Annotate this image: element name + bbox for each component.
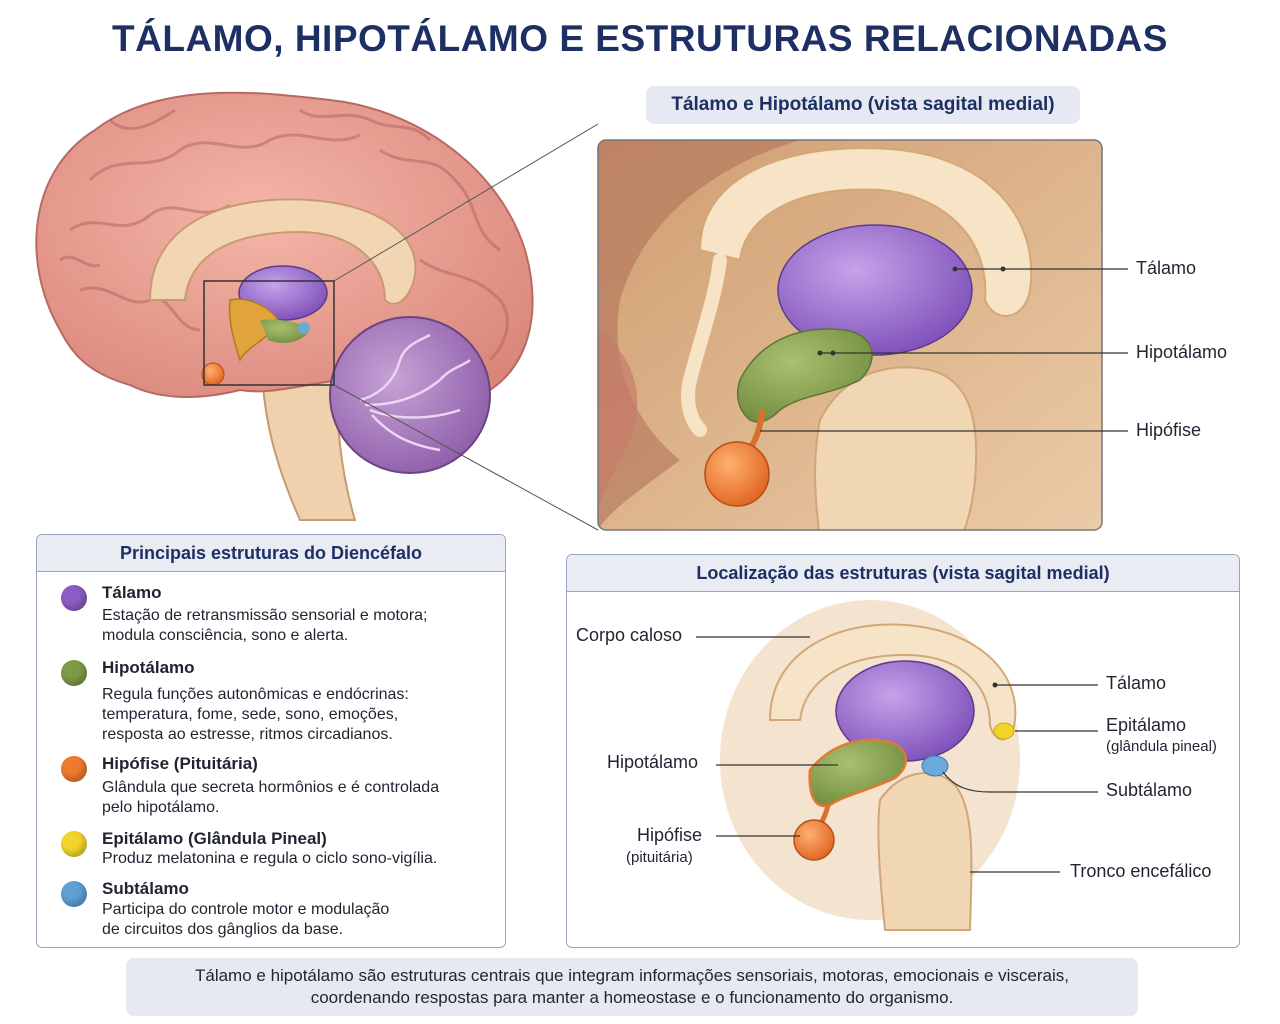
loc-label-talamo: Tálamo (1106, 673, 1167, 693)
location-title: Localização das estruturas (vista sagita… (567, 555, 1239, 592)
legend-title: Principais estruturas do Diencéfalo (37, 535, 505, 572)
brain-illustration (35, 91, 534, 521)
location-panel: Localização das estruturas (vista sagita… (566, 554, 1240, 948)
legend-item-desc: modula consciência, sono e alerta. (102, 627, 349, 644)
talamo-color-dot (61, 585, 87, 611)
subtalamo-color-dot (61, 881, 87, 907)
page-title: TÁLAMO, HIPOTÁLAMO E ESTRUTURAS RELACION… (112, 18, 1168, 59)
hipofise-color-dot (61, 756, 87, 782)
footer-line: coordenando respostas para manter a home… (310, 988, 954, 1007)
legend-item-name: Epitálamo (Glândula Pineal) (102, 829, 327, 848)
loc-label-epitalamo-sub: (glândula pineal) (1106, 738, 1217, 755)
legend-item-desc: Regula funções autonômicas e endócrinas: (102, 686, 409, 703)
zoom-label-hipotalamo: Hipotálamo (1136, 342, 1228, 362)
footer-summary: Tálamo e hipotálamo são estruturas centr… (126, 958, 1138, 1016)
legend-item-name: Hipófise (Pituitária) (102, 754, 258, 773)
loc-label-corpo-caloso: Corpo caloso (576, 625, 683, 645)
loc-label-hipofise-sub: (pituitária) (626, 849, 693, 866)
hipotalamo-color-dot (61, 660, 87, 686)
legend-item-name: Tálamo (102, 583, 162, 602)
zoom-view-title: Tálamo e Hipotálamo (vista sagital media… (646, 86, 1080, 124)
legend-item-desc: Participa do controle motor e modulação (102, 901, 390, 918)
loc-label-hipotalamo: Hipotálamo (607, 752, 699, 772)
legend-item-desc: de circuitos dos gânglios da base. (102, 921, 344, 938)
legend-item-desc: pelo hipotálamo. (102, 799, 220, 816)
legend-item-desc: Glândula que secreta hormônios e é contr… (102, 779, 440, 796)
legend-item-desc: Produz melatonina e regula o ciclo sono-… (102, 850, 438, 867)
loc-label-subtalamo: Subtálamo (1106, 780, 1193, 800)
legend-panel: Principais estruturas do Diencéfalo Tála… (36, 534, 506, 948)
epitalamo-color-dot (61, 831, 87, 857)
legend-item-desc: Estação de retransmissão sensorial e mot… (102, 607, 428, 624)
location-illustration (696, 600, 1098, 931)
legend-item-desc: resposta ao estresse, ritmos circadianos… (102, 726, 393, 743)
loc-label-epitalamo: Epitálamo (1106, 715, 1187, 735)
zoom-illustration (597, 139, 1128, 531)
footer-line: Tálamo e hipotálamo são estruturas centr… (194, 966, 1069, 985)
legend-item-name: Subtálamo (102, 879, 189, 898)
zoom-label-talamo: Tálamo (1136, 258, 1197, 278)
loc-label-tronco: Tronco encefálico (1070, 861, 1212, 881)
legend-item-desc: temperatura, fome, sede, sono, emoções, (102, 706, 399, 723)
zoom-label-hipofise: Hipófise (1136, 420, 1202, 440)
loc-label-hipofise: Hipófise (637, 825, 703, 845)
legend-item-name: Hipotálamo (102, 658, 195, 677)
